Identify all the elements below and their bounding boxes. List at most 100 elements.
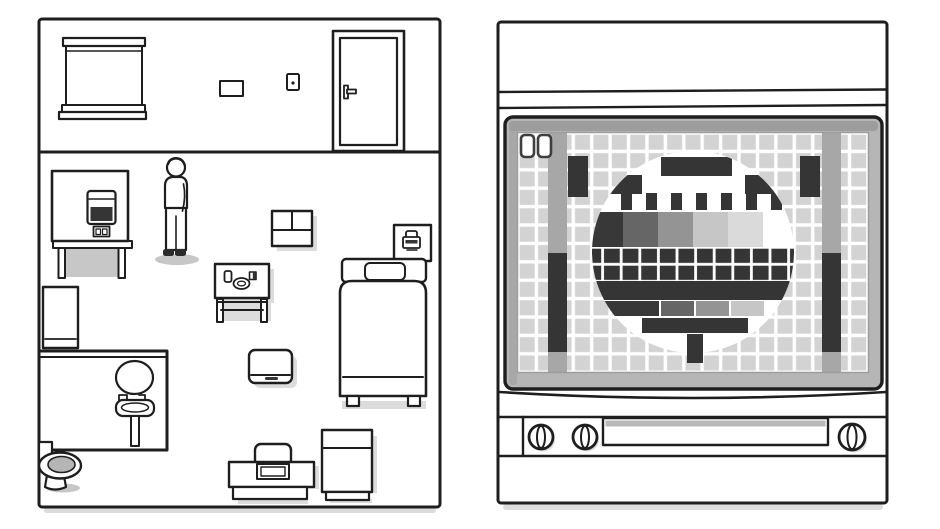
shaker-dark-side xyxy=(252,272,256,279)
knob-1[interactable] xyxy=(527,423,555,452)
sink-basin-inner xyxy=(120,402,150,413)
machine-button-1[interactable] xyxy=(95,228,102,236)
plate[interactable] xyxy=(232,277,251,290)
sink[interactable] xyxy=(114,394,156,447)
door-handle-lever[interactable] xyxy=(346,88,357,95)
dresser[interactable] xyxy=(320,428,377,503)
side-table[interactable] xyxy=(213,262,274,323)
cabinet-shadow-bottom xyxy=(238,499,308,504)
printer-icon-band xyxy=(405,240,418,244)
bathroom-partition xyxy=(37,349,169,452)
sink-pedestal xyxy=(130,415,140,447)
cup[interactable] xyxy=(223,270,233,283)
circle-top-block xyxy=(661,157,732,176)
side-block-upper-right xyxy=(800,156,820,197)
machine-screen xyxy=(90,207,113,221)
switch-dot xyxy=(291,81,295,85)
machine-panel[interactable] xyxy=(92,225,111,238)
solid-bar xyxy=(592,281,794,300)
wall-shelf[interactable] xyxy=(270,209,317,251)
coffee-machine[interactable] xyxy=(86,189,117,238)
side-block-lower-right xyxy=(822,253,841,352)
test-card-circle-content xyxy=(592,157,794,333)
tv-top-line-1 xyxy=(497,88,888,94)
bed-shadow xyxy=(342,401,426,409)
side-block-lower-left xyxy=(548,253,567,352)
screen-inner-edge xyxy=(516,131,870,374)
partition-wall xyxy=(37,349,169,452)
tv-top-line-2 xyxy=(497,103,888,110)
cabinet-base xyxy=(231,485,309,501)
tape-slot[interactable] xyxy=(601,416,830,447)
bezel-shade-left xyxy=(509,121,517,385)
window-blind[interactable] xyxy=(57,36,148,121)
mirror[interactable] xyxy=(114,359,155,396)
knob-1-slit xyxy=(536,425,546,449)
person-shoe-front xyxy=(163,249,174,256)
bed-body[interactable] xyxy=(338,279,428,398)
side-table-rails xyxy=(217,301,267,311)
channel-mark-1 xyxy=(519,133,536,159)
knob-2[interactable] xyxy=(571,423,599,452)
kitchen-unit[interactable] xyxy=(50,169,133,279)
bezel-shade-top xyxy=(509,121,878,131)
television-panel xyxy=(496,20,889,510)
fridge-body[interactable] xyxy=(41,285,80,350)
radio-dash xyxy=(265,377,278,380)
blind-body[interactable] xyxy=(65,45,143,106)
cabinet-slot-inner xyxy=(260,466,286,477)
dresser-body[interactable] xyxy=(320,428,374,494)
side-block-upper-left xyxy=(568,156,588,197)
bed-foot-right xyxy=(406,394,422,408)
tv-shadow xyxy=(503,504,883,510)
knob-3-slit xyxy=(846,424,858,450)
blind-top-bar xyxy=(61,36,147,48)
shaker[interactable] xyxy=(248,271,257,281)
dresser-shadow-right xyxy=(372,436,377,493)
stem-block xyxy=(687,334,703,363)
tv-cabinet[interactable] xyxy=(227,442,319,504)
pillow[interactable] xyxy=(364,262,406,281)
lower-bar xyxy=(642,318,748,333)
room-map-panel xyxy=(37,17,442,513)
small-grayscale-row xyxy=(592,301,764,316)
door[interactable] xyxy=(331,29,406,153)
patient-figure[interactable] xyxy=(155,157,199,265)
bed[interactable] xyxy=(338,257,428,409)
knob-2-slit xyxy=(580,425,590,449)
bed-foot-left xyxy=(345,394,361,408)
window-sill-lower xyxy=(57,110,148,121)
table-leg-right xyxy=(117,246,126,279)
slot-shade xyxy=(605,420,826,427)
castellation-row xyxy=(621,193,782,210)
toilet-bowl-inner xyxy=(47,455,76,474)
picture-frame[interactable] xyxy=(219,80,244,97)
knob-3[interactable] xyxy=(837,422,867,453)
person-shoe-back xyxy=(175,249,186,256)
table-leg-left xyxy=(57,246,66,279)
person-arm xyxy=(181,183,186,212)
person-shadow xyxy=(155,254,199,265)
dresser-base xyxy=(324,490,371,502)
plate-inner xyxy=(236,280,247,287)
channel-mark-2 xyxy=(536,133,553,159)
intercom-note[interactable] xyxy=(392,223,433,263)
radio[interactable] xyxy=(247,348,297,388)
checker-band xyxy=(592,247,794,281)
light-switch[interactable] xyxy=(286,73,300,91)
grayscale-row xyxy=(592,212,763,247)
fridge[interactable] xyxy=(41,285,80,350)
person-hair xyxy=(166,157,186,167)
kitchen-table-shadow xyxy=(66,248,118,277)
cabinet-shadow-right xyxy=(314,466,319,489)
machine-button-2[interactable] xyxy=(101,228,108,236)
cabinet-slot[interactable] xyxy=(256,463,290,480)
person-torso xyxy=(163,175,189,210)
room-panel-shadow xyxy=(44,508,436,513)
shelf-dividers xyxy=(271,210,313,231)
tv-front-lip xyxy=(497,390,888,400)
tv-screen[interactable] xyxy=(503,115,884,391)
toilet[interactable] xyxy=(37,440,83,493)
